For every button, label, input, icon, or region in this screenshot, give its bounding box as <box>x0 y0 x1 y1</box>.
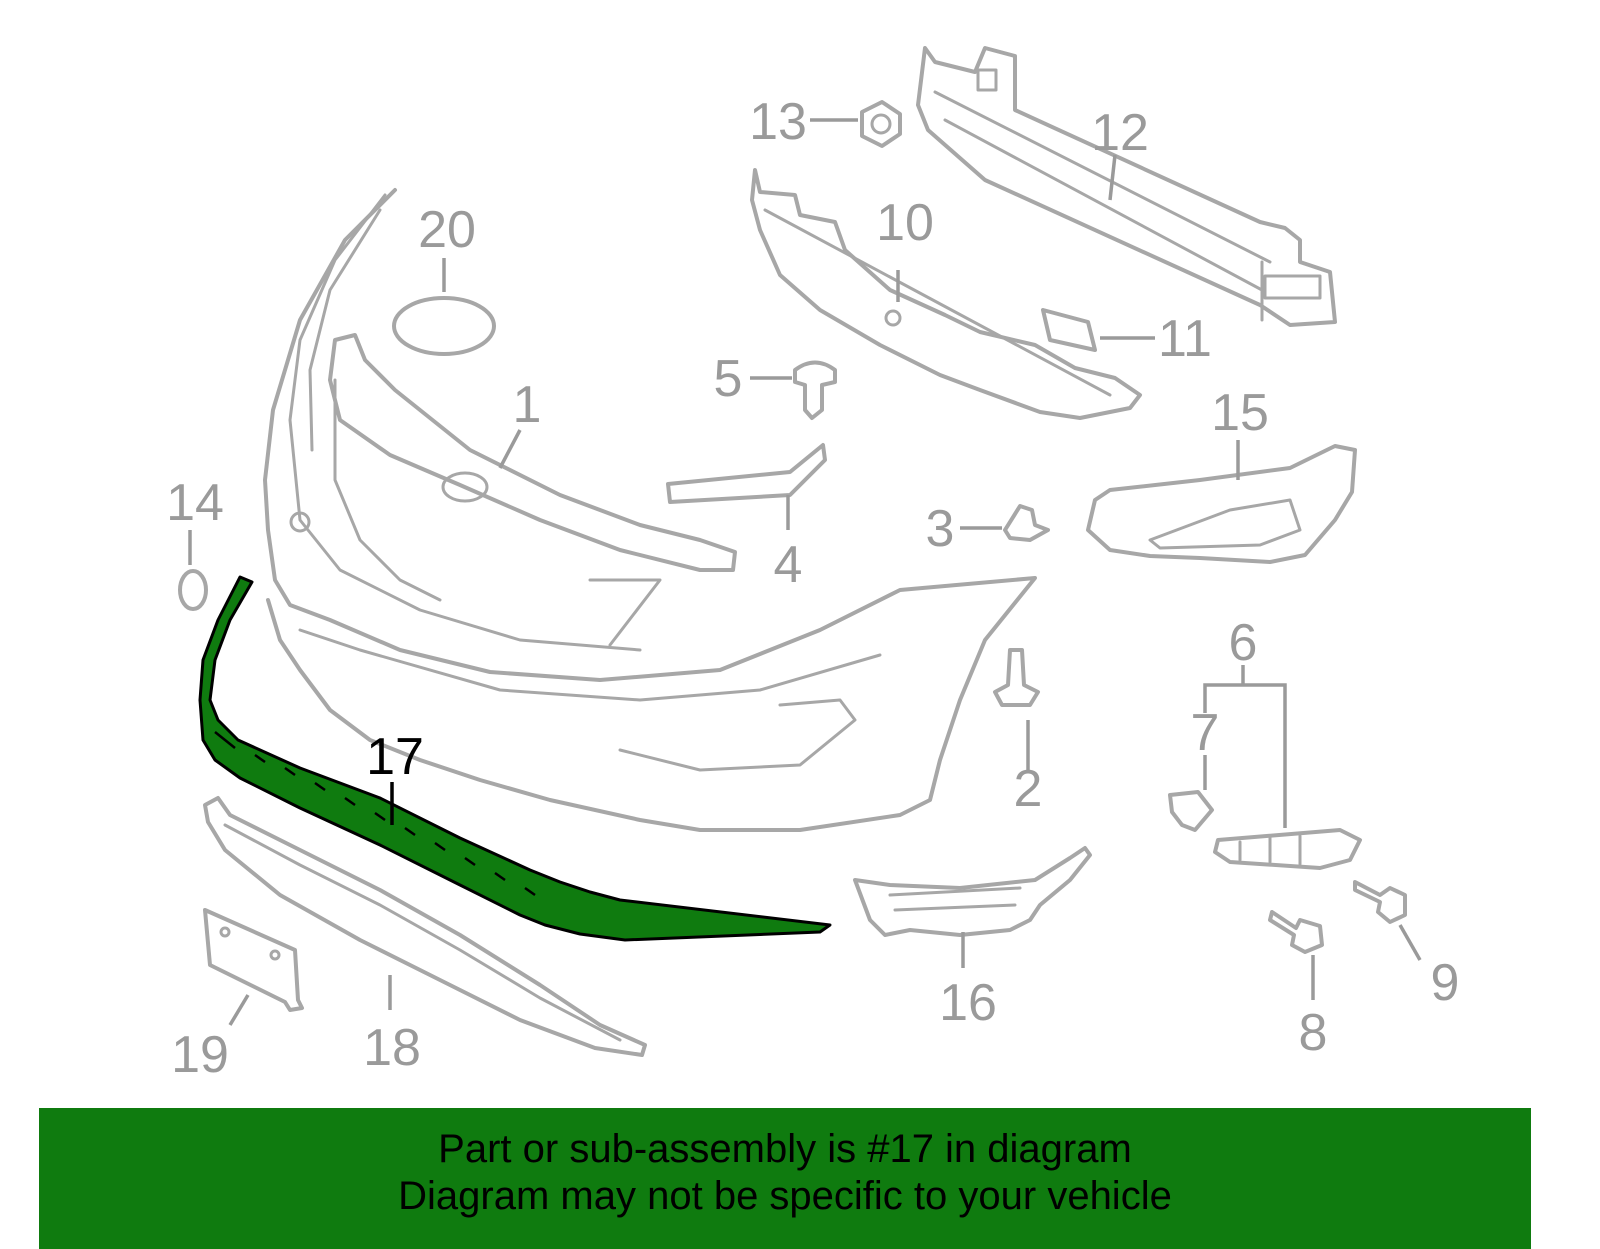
callout-18: 18 <box>363 1019 421 1077</box>
notice-line-1: Part or sub-assembly is #17 in diagram <box>438 1127 1132 1171</box>
part-5-pushpin <box>793 360 837 420</box>
callout-1: 1 <box>513 376 542 434</box>
callout-4: 4 <box>774 536 803 594</box>
callout-17: 17 <box>366 728 424 786</box>
callout-9: 9 <box>1431 954 1460 1012</box>
part-12-reinforcement-beam <box>916 46 1337 327</box>
callout-15: 15 <box>1211 384 1269 442</box>
callout-16: 16 <box>939 974 997 1032</box>
part-15-lamp-bezel <box>1086 444 1357 564</box>
callout-6: 6 <box>1229 614 1258 672</box>
callout-labels: 1 2 3 4 5 6 7 8 9 10 11 12 13 14 15 16 1… <box>166 93 1459 1084</box>
callout-3: 3 <box>926 500 955 558</box>
callout-19: 19 <box>171 1026 229 1084</box>
leader-lines <box>188 118 1422 1026</box>
callout-8: 8 <box>1299 1004 1328 1062</box>
part-9-bolt <box>1353 880 1407 924</box>
callout-10: 10 <box>876 194 934 252</box>
callout-11: 11 <box>1158 310 1212 368</box>
callout-12: 12 <box>1091 104 1149 162</box>
callout-13: 13 <box>749 93 807 151</box>
notice-banner: Part or sub-assembly is #17 in diagram D… <box>39 1108 1531 1249</box>
part-10-absorber <box>750 168 1142 420</box>
part-20-emblem-ring <box>392 296 496 356</box>
part-4-bracket <box>666 443 827 504</box>
part-3-clip <box>1003 504 1050 542</box>
part-8-bolt <box>1268 910 1324 954</box>
callout-20: 20 <box>418 201 476 259</box>
part-18-trim-strip <box>203 796 647 1057</box>
part-13-nut <box>860 100 902 148</box>
part-19-license-bracket <box>203 908 304 1012</box>
part-7-clip <box>1168 790 1214 832</box>
callout-5: 5 <box>714 350 743 408</box>
callout-14: 14 <box>166 474 224 532</box>
part-1-grille <box>328 333 737 647</box>
part-11-clip <box>1041 308 1097 352</box>
callout-2: 2 <box>1014 760 1043 818</box>
bumper-cover <box>263 188 1037 832</box>
callout-7: 7 <box>1191 704 1220 762</box>
part-6-bracket <box>1213 828 1362 870</box>
notice-line-2: Diagram may not be specific to your vehi… <box>398 1174 1172 1218</box>
part-2-bolt <box>993 648 1040 707</box>
part-16-lower-grille <box>853 846 1092 937</box>
part-14-grommet <box>178 569 208 611</box>
part-17-lower-strip <box>198 575 832 942</box>
